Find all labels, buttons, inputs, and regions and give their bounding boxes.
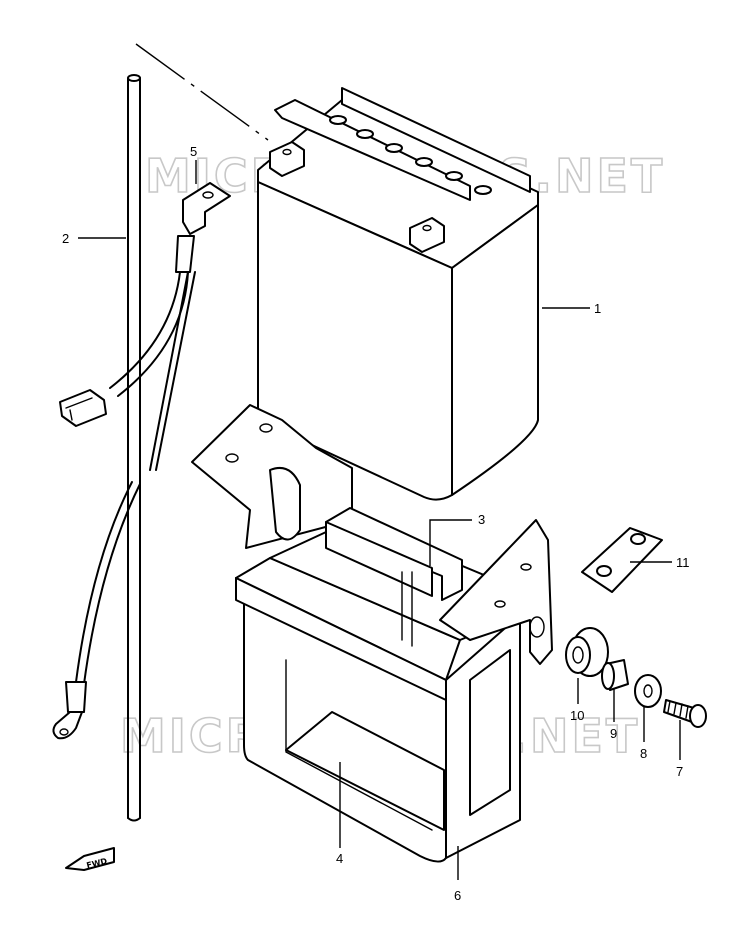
breather-hose [127,74,141,822]
screw [663,699,707,728]
plate-nut [581,527,663,593]
callout-11: 11 [676,555,690,570]
callout-3: 3 [478,512,485,527]
callout-2: 2 [62,231,69,246]
washer [634,674,662,708]
callout-9: 9 [610,726,617,741]
callout-1: 1 [594,301,601,316]
callout-8: 8 [640,746,647,761]
forward-arrow-icon: FWD [65,847,115,871]
terminal-left [269,141,305,177]
leader-lines [78,160,681,880]
cell-caps [329,115,492,195]
battery-cable [52,182,231,740]
collar [601,659,629,691]
battery [257,87,539,501]
vent-alignment-line [135,43,269,141]
grommet [565,627,609,677]
callout-10: 10 [570,708,584,723]
callout-6: 6 [454,888,461,903]
callout-4: 4 [336,851,343,866]
battery-strap [325,507,463,647]
terminal-right [409,217,445,253]
callout-5: 5 [190,144,197,159]
callout-7: 7 [676,764,683,779]
